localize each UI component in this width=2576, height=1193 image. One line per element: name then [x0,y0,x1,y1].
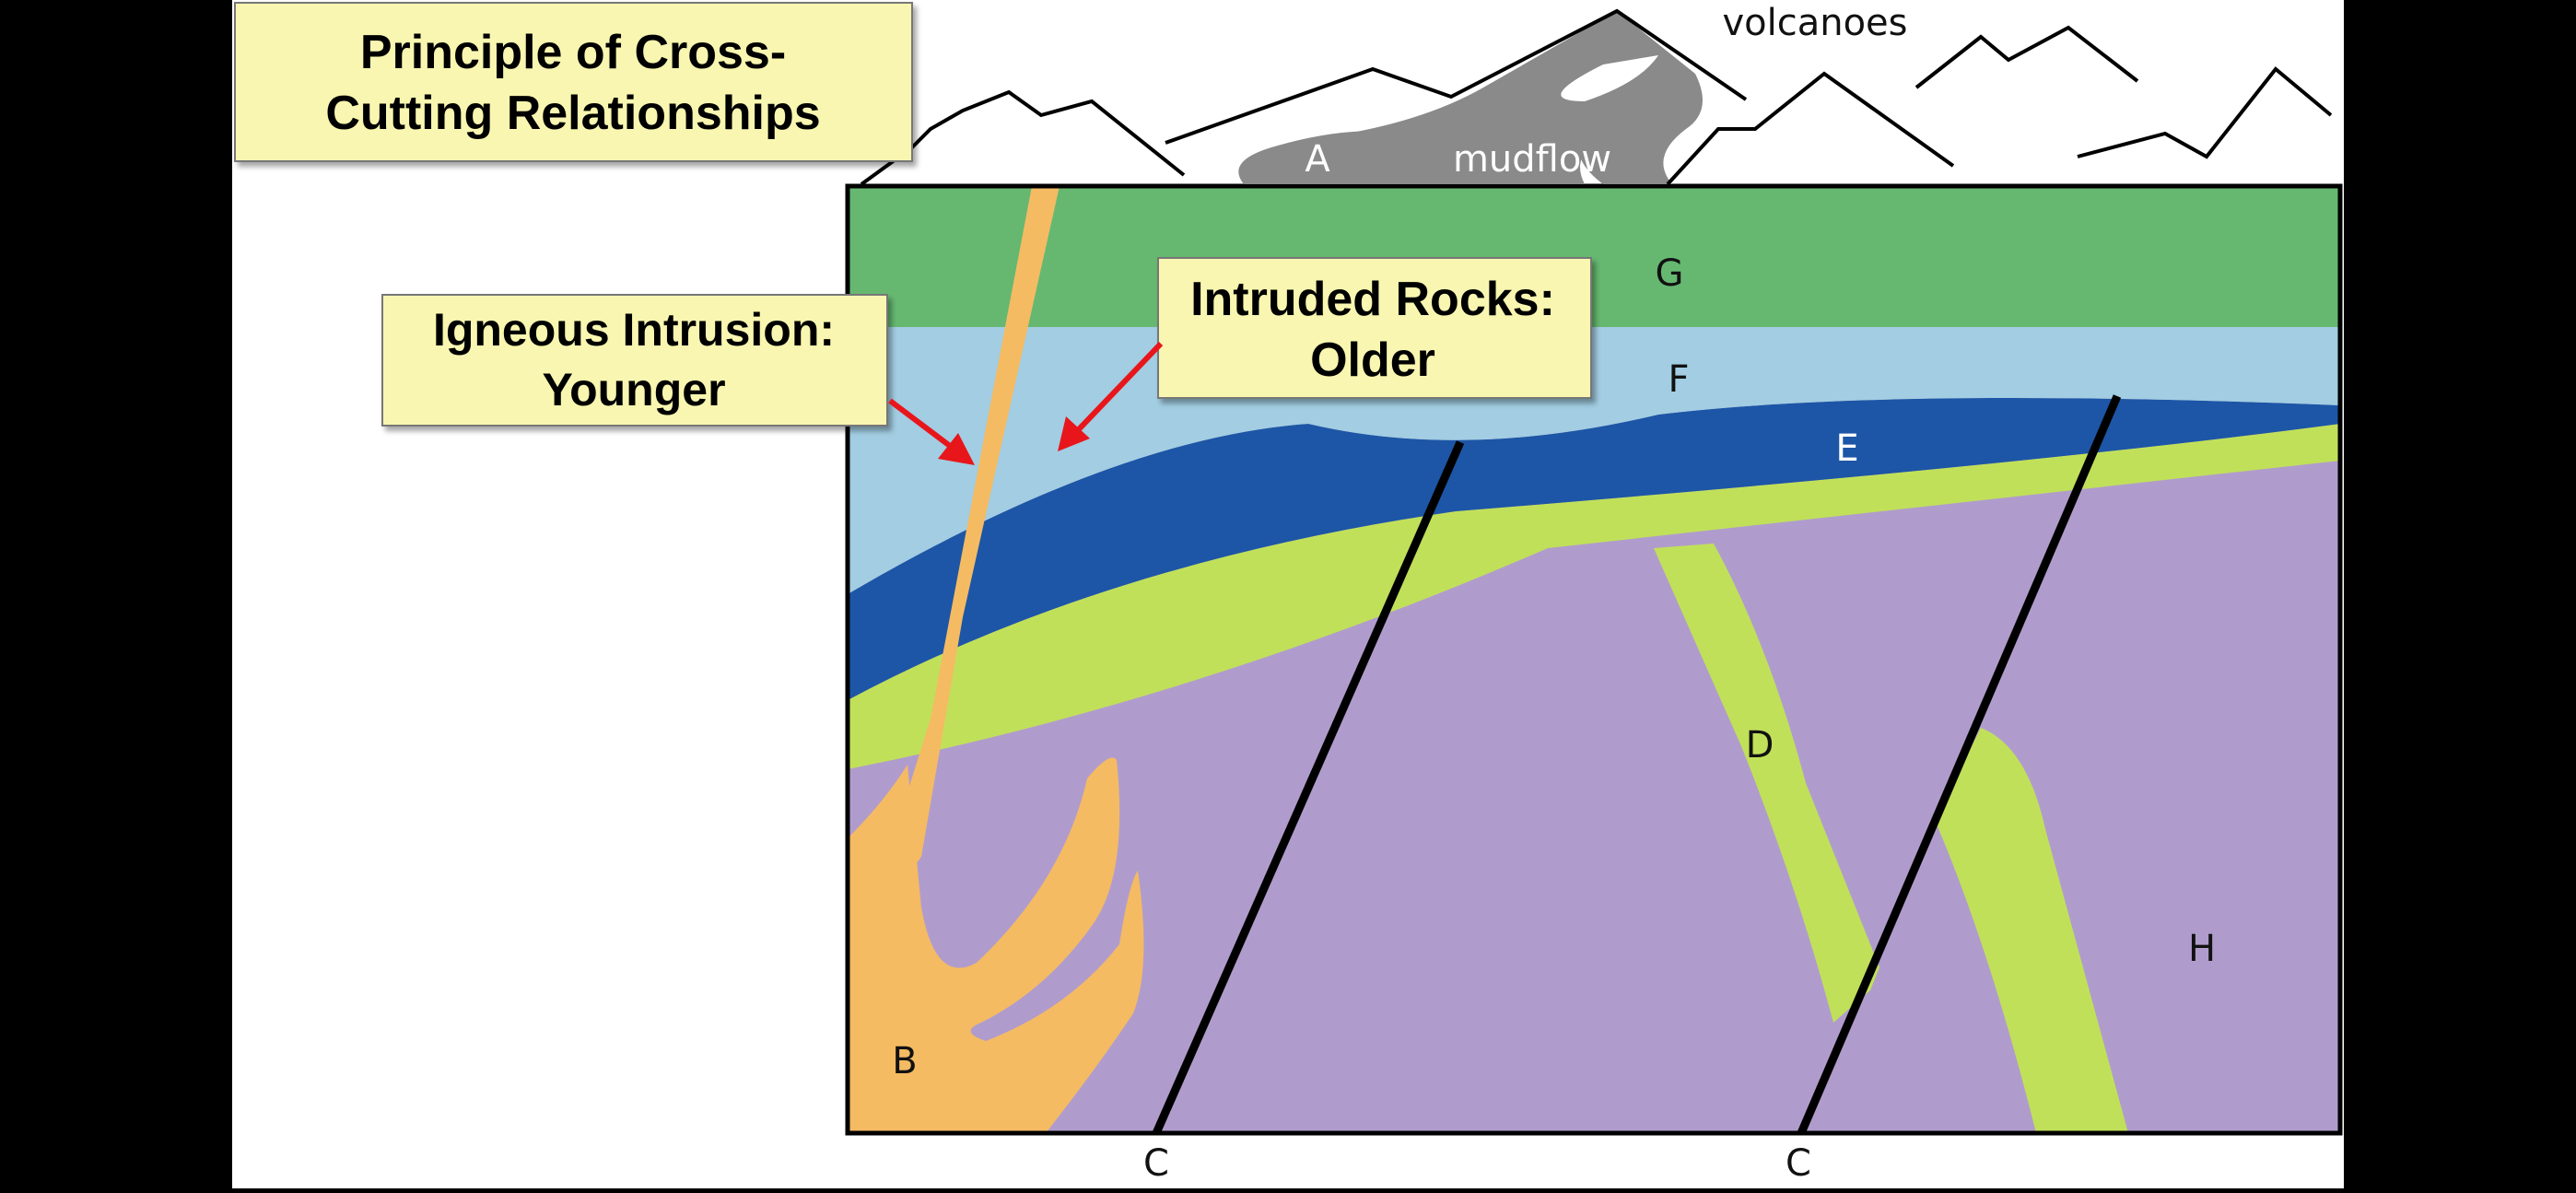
label-E: E [1835,427,1858,470]
igneous-callout-line-2: Younger [542,364,725,415]
intrusion-B-body [848,757,1144,1133]
title-line-1: Principle of Cross- [360,26,786,79]
title-box [234,2,913,162]
fault-C-right [1797,394,2122,1133]
label-B: B [892,1040,917,1082]
igneous-callout-line-1: Igneous Intrusion: [433,304,835,356]
dike-D-upper [1654,544,1879,1023]
cross-section-frame [845,183,2343,1136]
label-H: H [2188,928,2216,970]
layer-G [848,186,2340,327]
mountain-ridge-1 [860,89,1186,186]
label-D: D [1746,724,1774,766]
label-F: F [1668,358,1689,401]
cross-section [848,186,2340,1133]
mountain-ridge-3 [1666,71,1955,186]
fault-C-left [1152,440,1465,1133]
arrow-intruded [1058,341,1164,451]
intruded-callout-line-1: Intruded Rocks: [1190,273,1555,326]
label-mudflow: mudflow [1453,138,1611,181]
sill-layer [848,424,2340,769]
label-volcanoes: volcanoes [1722,2,1907,44]
dike-D-lower [1935,728,2128,1133]
layer-E [848,398,2340,700]
volcano-snow [1561,55,1658,101]
label-C-left: C [1143,1142,1169,1185]
label-G: G [1656,252,1684,295]
mudflow-lower [1238,112,1622,184]
mudflow-shape [1578,74,1703,184]
intrusion-B-stem [861,186,1060,940]
label-A: A [1305,138,1330,181]
mountain-ridge-5 [2077,66,2333,159]
intruded-callout-box [1157,257,1592,399]
arrow-igneous [888,398,975,465]
igneous-callout-box [381,294,888,427]
mountain-ridge-4 [1914,25,2139,89]
intruded-callout-line-2: Older [1310,333,1435,387]
label-C-right: C [1786,1142,1811,1185]
mountain-ridge-2 [1165,8,1748,145]
title-line-2: Cutting Relationships [325,87,820,140]
